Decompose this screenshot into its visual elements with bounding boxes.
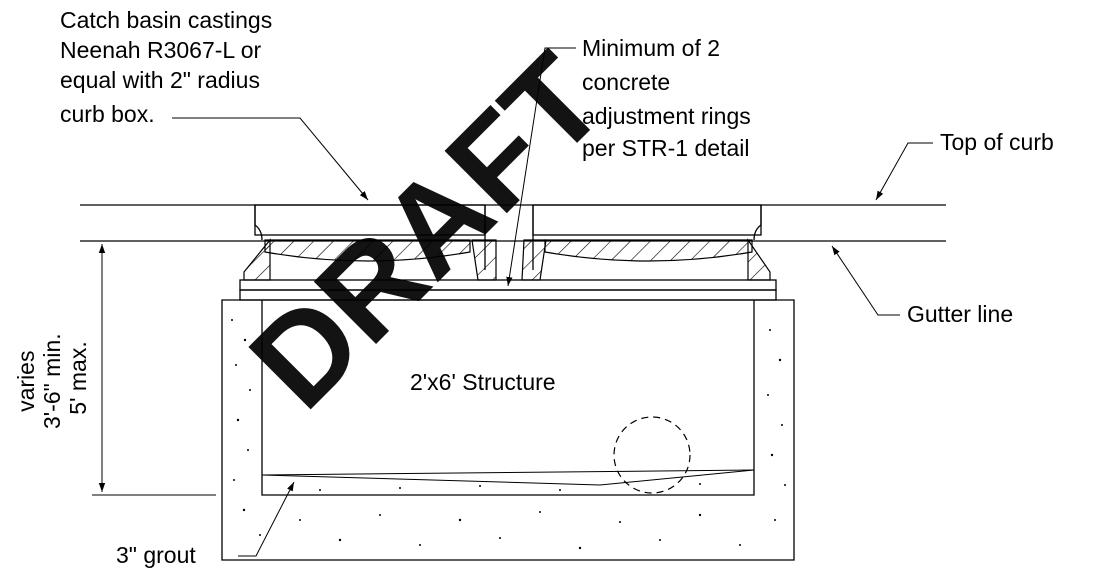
top-of-curb-label: Top of curb xyxy=(940,129,1054,155)
structure-interior xyxy=(261,300,755,496)
support-right-outer xyxy=(747,238,771,281)
dimension-text-line-3: 5' max. xyxy=(65,341,91,414)
rings-callout-line-4: per STR-1 detail xyxy=(582,135,749,161)
grout-surface xyxy=(261,469,755,476)
leader-lines xyxy=(172,47,933,557)
grout-leader xyxy=(238,481,295,557)
rings-callout-line-1: Minimum of 2 xyxy=(582,35,720,61)
concrete-stipple xyxy=(231,319,786,550)
casting-callout-line-4: curb box. xyxy=(60,101,155,127)
structure-outline xyxy=(221,299,795,561)
rings-leader xyxy=(506,47,576,287)
grout-label: 3" grout xyxy=(116,542,196,568)
casting-right-frame xyxy=(532,204,762,236)
grout-slope xyxy=(261,469,755,486)
structure-body xyxy=(221,299,795,561)
structure-label: 2'x6' Structure xyxy=(410,369,556,395)
casting-left-grate xyxy=(264,239,471,262)
casting-left-flange xyxy=(254,205,263,241)
casting-callout-line-1: Catch basin castings xyxy=(60,7,272,33)
gutter-line-label: Gutter line xyxy=(907,301,1013,327)
adjustment-ring-supports xyxy=(243,238,771,281)
casting-callout: Catch basin castings Neenah R3067-L or e… xyxy=(60,7,279,127)
dimension-text: varies 3'-6" min. 5' max. xyxy=(13,327,91,429)
casting-callout-line-3: equal with 2" radius xyxy=(60,67,260,93)
top-of-curb-leader xyxy=(875,142,933,201)
casting-callout-line-2: Neenah R3067-L or xyxy=(60,37,262,63)
rings-callout-line-2: concrete xyxy=(582,69,670,95)
dimension-text-line-2: 3'-6" min. xyxy=(39,333,65,429)
gutter-line-leader xyxy=(831,245,900,316)
rings-callout: Minimum of 2 concrete adjustment rings p… xyxy=(582,35,757,161)
dimension-text-line-1: varies xyxy=(13,351,39,412)
depth-dimension xyxy=(92,240,230,496)
rings-callout-line-3: adjustment rings xyxy=(582,103,751,129)
casting-right-flange xyxy=(753,205,762,241)
support-right-inner xyxy=(521,239,547,281)
outlet-pipe xyxy=(613,416,691,494)
casting-leader xyxy=(172,117,369,201)
casting-right-grate xyxy=(544,239,753,262)
support-left-outer xyxy=(243,238,271,281)
